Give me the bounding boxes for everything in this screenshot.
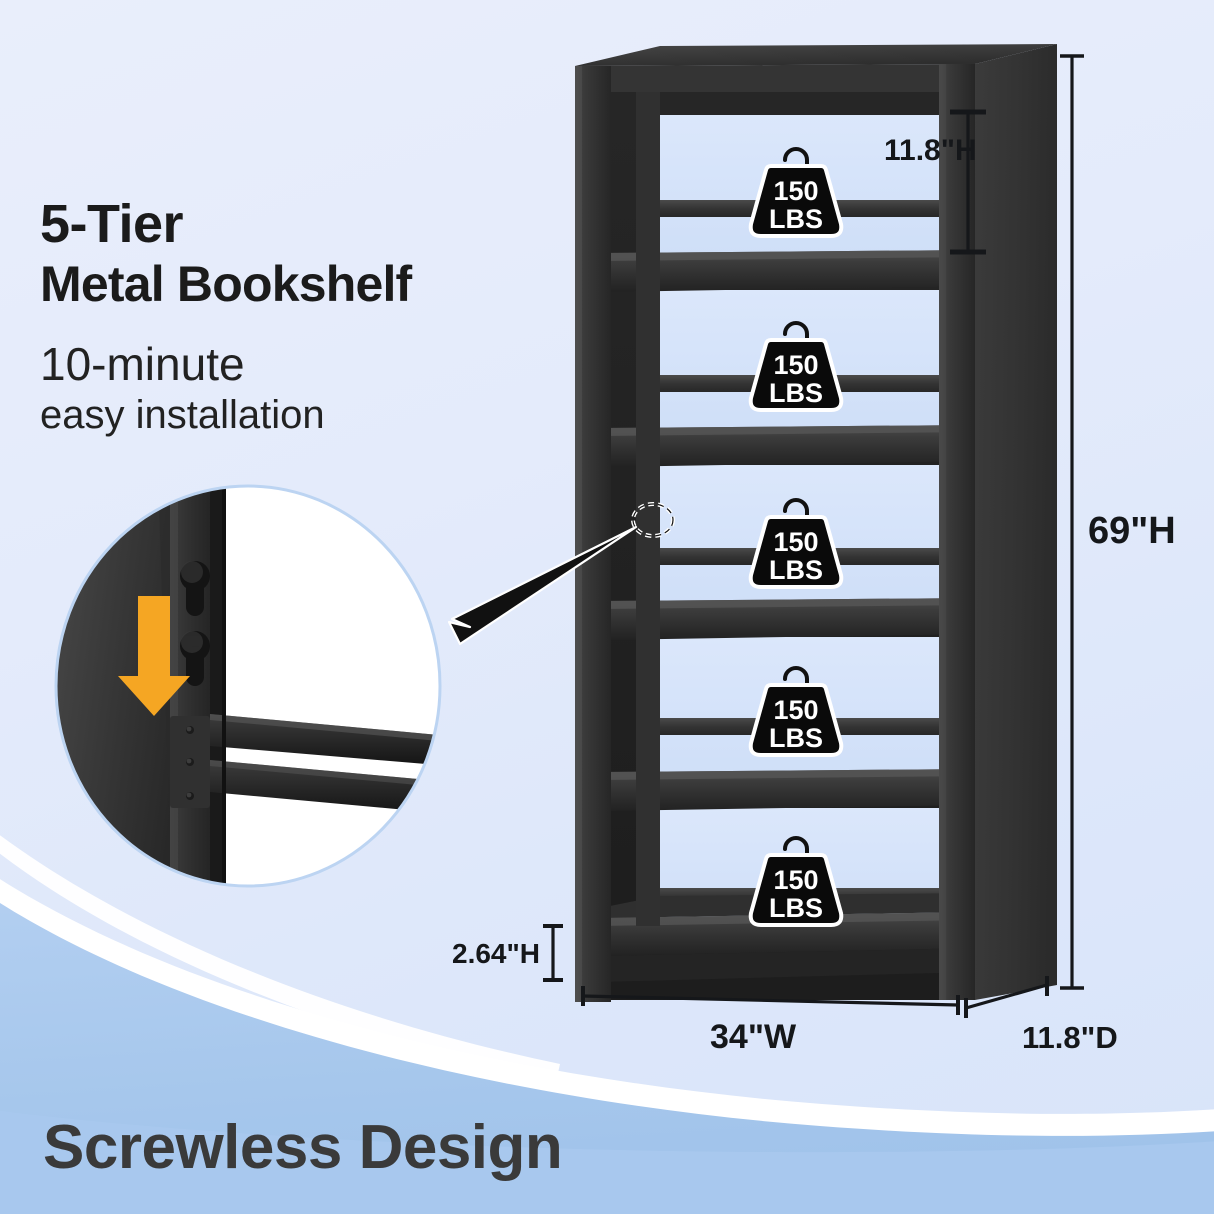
dimline-width bbox=[582, 994, 959, 1007]
shelf-inner-rail-left bbox=[636, 92, 660, 926]
headline-product-name: Metal Bookshelf bbox=[40, 256, 412, 313]
weight-value: 150 bbox=[773, 176, 818, 206]
weight-unit: LBS bbox=[769, 723, 823, 753]
weight-handle-icon bbox=[783, 836, 809, 861]
shelf-base-rail bbox=[600, 948, 975, 982]
callout-marker bbox=[631, 502, 675, 538]
weight-badge: 150 LBS bbox=[733, 136, 851, 242]
weight-body-icon bbox=[748, 338, 844, 412]
headline-block: 5-Tier Metal Bookshelf 10-minute easy in… bbox=[40, 194, 560, 438]
down-arrow-icon bbox=[118, 596, 190, 716]
shelf-beam-3 bbox=[600, 598, 975, 640]
shelf-beam-2-highlight bbox=[600, 425, 975, 436]
shelf-beam-1 bbox=[600, 250, 975, 292]
weight-badge: 150 LBS bbox=[733, 825, 851, 931]
magnifier-detail-circle bbox=[54, 484, 442, 888]
headline-tier-count: 5-Tier bbox=[40, 194, 184, 254]
callout-arrow bbox=[447, 525, 638, 646]
weight-value: 150 bbox=[773, 695, 818, 725]
keyhole-slot-icon bbox=[180, 561, 210, 686]
lower-blue-sweep bbox=[0, 901, 1214, 1214]
label-depth: 11.8"D bbox=[1022, 1020, 1118, 1055]
magnifier-border bbox=[54, 484, 442, 888]
weight-badge: 150 LBS bbox=[733, 310, 851, 416]
headline-install-time: 10-minute bbox=[40, 338, 245, 391]
weight-value: 150 bbox=[773, 350, 818, 380]
weight-body-icon bbox=[748, 164, 844, 238]
shelf-beam-4-highlight bbox=[600, 769, 975, 780]
bottom-banner-band bbox=[0, 1110, 1214, 1214]
dimension-lines bbox=[543, 54, 1084, 1018]
weight-badge: 150 LBS bbox=[733, 655, 851, 761]
label-shelf-height: 11.8"H bbox=[884, 134, 977, 167]
white-accent-stripe bbox=[0, 835, 560, 1082]
shelf-beam-4 bbox=[600, 769, 975, 811]
shelf-beam-1-highlight bbox=[600, 250, 975, 261]
shelf-post-left-highlight bbox=[575, 66, 582, 1002]
label-width: 34"W bbox=[710, 1018, 797, 1056]
dimline-depth bbox=[965, 983, 1048, 1010]
weight-handle-icon bbox=[783, 666, 809, 691]
weight-handle-icon bbox=[783, 498, 809, 523]
weight-body-icon bbox=[748, 683, 844, 757]
shelf-top-cap bbox=[575, 44, 1057, 66]
white-arc-stripe bbox=[0, 879, 1214, 1136]
weight-badge: 150 LBS bbox=[733, 487, 851, 593]
label-base-height: 2.64"H bbox=[452, 938, 540, 969]
weight-handle-icon bbox=[783, 321, 809, 346]
headline-install-subtitle: easy installation bbox=[40, 392, 325, 437]
shelf-side-panel bbox=[975, 44, 1057, 1000]
shelf-post-right-highlight bbox=[939, 64, 946, 1000]
weight-handle-icon bbox=[783, 147, 809, 172]
banner-title: Screwless Design bbox=[43, 1113, 563, 1182]
label-total-height: 69"H bbox=[1088, 510, 1176, 552]
shelf-beam-2 bbox=[600, 425, 975, 467]
weight-unit: LBS bbox=[769, 378, 823, 408]
weight-value: 150 bbox=[773, 865, 818, 895]
weight-unit: LBS bbox=[769, 555, 823, 585]
weight-unit: LBS bbox=[769, 893, 823, 923]
detail-shelf-beam-lower bbox=[210, 760, 440, 814]
shelf-top-front-edge bbox=[575, 64, 975, 95]
shelf-beam-3-highlight bbox=[600, 598, 975, 609]
detail-shelf-beam-upper bbox=[210, 714, 440, 766]
weight-body-icon bbox=[748, 853, 844, 927]
weight-value: 150 bbox=[773, 527, 818, 557]
weight-unit: LBS bbox=[769, 204, 823, 234]
weight-body-icon bbox=[748, 515, 844, 589]
